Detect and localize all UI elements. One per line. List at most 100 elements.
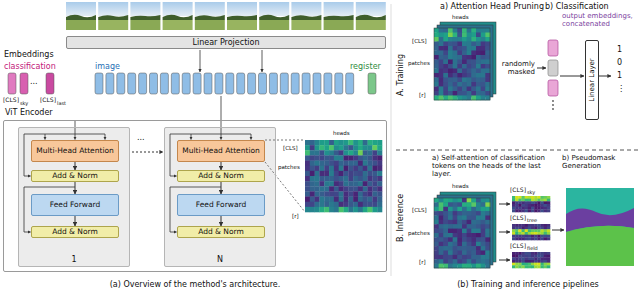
heat-cell bbox=[363, 161, 368, 166]
image-patch bbox=[259, 2, 289, 30]
flow-arrow bbox=[75, 162, 76, 170]
heat-cell bbox=[476, 264, 481, 269]
heat-cell bbox=[329, 171, 334, 176]
heat-cell bbox=[528, 224, 531, 227]
heat-cell bbox=[368, 202, 373, 207]
heat-cell bbox=[334, 191, 339, 196]
heat-cell bbox=[443, 69, 448, 74]
heat-cell bbox=[434, 202, 439, 207]
heat-cell bbox=[515, 265, 518, 268]
token bbox=[117, 73, 125, 94]
heat-cell bbox=[368, 197, 373, 202]
heat-cell bbox=[344, 191, 349, 196]
heat-cell bbox=[377, 186, 382, 191]
heat-cell bbox=[525, 255, 528, 258]
heat-cell bbox=[439, 202, 444, 207]
token bbox=[20, 73, 28, 94]
heat-cell bbox=[467, 242, 472, 247]
token bbox=[193, 73, 201, 94]
heat-cell bbox=[319, 202, 324, 207]
heat-cell bbox=[443, 51, 448, 56]
heat-cell bbox=[481, 255, 486, 260]
token bbox=[204, 73, 212, 94]
heat-cell bbox=[348, 150, 353, 155]
heat-cell bbox=[462, 255, 467, 260]
output-value: 1 bbox=[617, 71, 622, 80]
heat-cell bbox=[305, 140, 310, 145]
heat-cell bbox=[315, 140, 320, 145]
heat-cell bbox=[531, 257, 534, 260]
heat-cell bbox=[329, 181, 334, 186]
heat-cell bbox=[544, 265, 547, 268]
heat-cell bbox=[512, 209, 515, 212]
step-title: b) Classification bbox=[545, 2, 609, 11]
heat-cell bbox=[329, 186, 334, 191]
heat-cell bbox=[476, 242, 481, 247]
axis-label: heads bbox=[452, 14, 469, 20]
embedding-note: output embeddings, concatenated bbox=[562, 12, 638, 28]
token bbox=[150, 73, 158, 94]
heat-cell bbox=[305, 161, 310, 166]
heat-cell bbox=[448, 37, 453, 42]
heat-cell bbox=[544, 260, 547, 263]
heat-cell bbox=[434, 207, 439, 212]
heat-cell bbox=[348, 155, 353, 160]
heat-cell bbox=[547, 204, 550, 207]
heat-cell bbox=[453, 28, 458, 33]
heat-cell bbox=[471, 198, 476, 203]
heat-cell bbox=[363, 176, 368, 181]
heat-cell bbox=[368, 166, 373, 171]
heat-cell bbox=[334, 155, 339, 160]
heat-cell bbox=[525, 199, 528, 202]
output-value: ⋮ bbox=[617, 84, 625, 93]
heat-cell bbox=[471, 46, 476, 51]
heat-cell bbox=[434, 251, 439, 256]
mask-arrow bbox=[552, 230, 564, 231]
heat-cell bbox=[467, 46, 472, 51]
heat-cell bbox=[485, 33, 490, 38]
heat-cell bbox=[310, 150, 315, 155]
heat-cell bbox=[372, 171, 377, 176]
heat-cell bbox=[481, 220, 486, 225]
heat-cell bbox=[358, 145, 363, 150]
heat-cell bbox=[453, 69, 458, 74]
heat-cell bbox=[515, 207, 518, 210]
token bbox=[95, 73, 103, 94]
heat-cell bbox=[467, 255, 472, 260]
heat-cell bbox=[525, 265, 528, 268]
heat-cell bbox=[515, 229, 518, 232]
heat-cell bbox=[372, 140, 377, 145]
heat-cell bbox=[368, 140, 373, 145]
heat-cell bbox=[547, 196, 550, 199]
dot bbox=[552, 100, 554, 102]
heat-cell bbox=[344, 186, 349, 191]
output-value: 0 bbox=[617, 58, 622, 67]
heat-cell bbox=[522, 235, 525, 238]
heat-cell bbox=[467, 233, 472, 238]
heat-cell bbox=[485, 73, 490, 78]
heat-cell bbox=[476, 28, 481, 33]
heat-cell bbox=[457, 251, 462, 256]
heat-cell bbox=[443, 198, 448, 203]
heat-cell bbox=[462, 207, 467, 212]
heat-cell bbox=[439, 87, 444, 92]
sky bbox=[98, 2, 128, 16]
heat-cell bbox=[462, 233, 467, 238]
heat-cell bbox=[522, 255, 525, 258]
heat-cell bbox=[439, 216, 444, 221]
heat-cell bbox=[434, 42, 439, 47]
heat-cell bbox=[305, 145, 310, 150]
heat-cell bbox=[434, 73, 439, 78]
layer-number: N bbox=[165, 255, 275, 264]
heat-cell bbox=[443, 42, 448, 47]
heat-cell bbox=[476, 211, 481, 216]
heat-cell bbox=[443, 91, 448, 96]
heat-cell bbox=[443, 28, 448, 33]
heat-cell bbox=[525, 235, 528, 238]
heat-cell bbox=[453, 37, 458, 42]
heat-cell bbox=[518, 265, 521, 268]
heat-cell bbox=[443, 55, 448, 60]
section-title: B. Inference bbox=[396, 194, 405, 242]
wire bbox=[24, 134, 105, 135]
heat-cell bbox=[439, 28, 444, 33]
